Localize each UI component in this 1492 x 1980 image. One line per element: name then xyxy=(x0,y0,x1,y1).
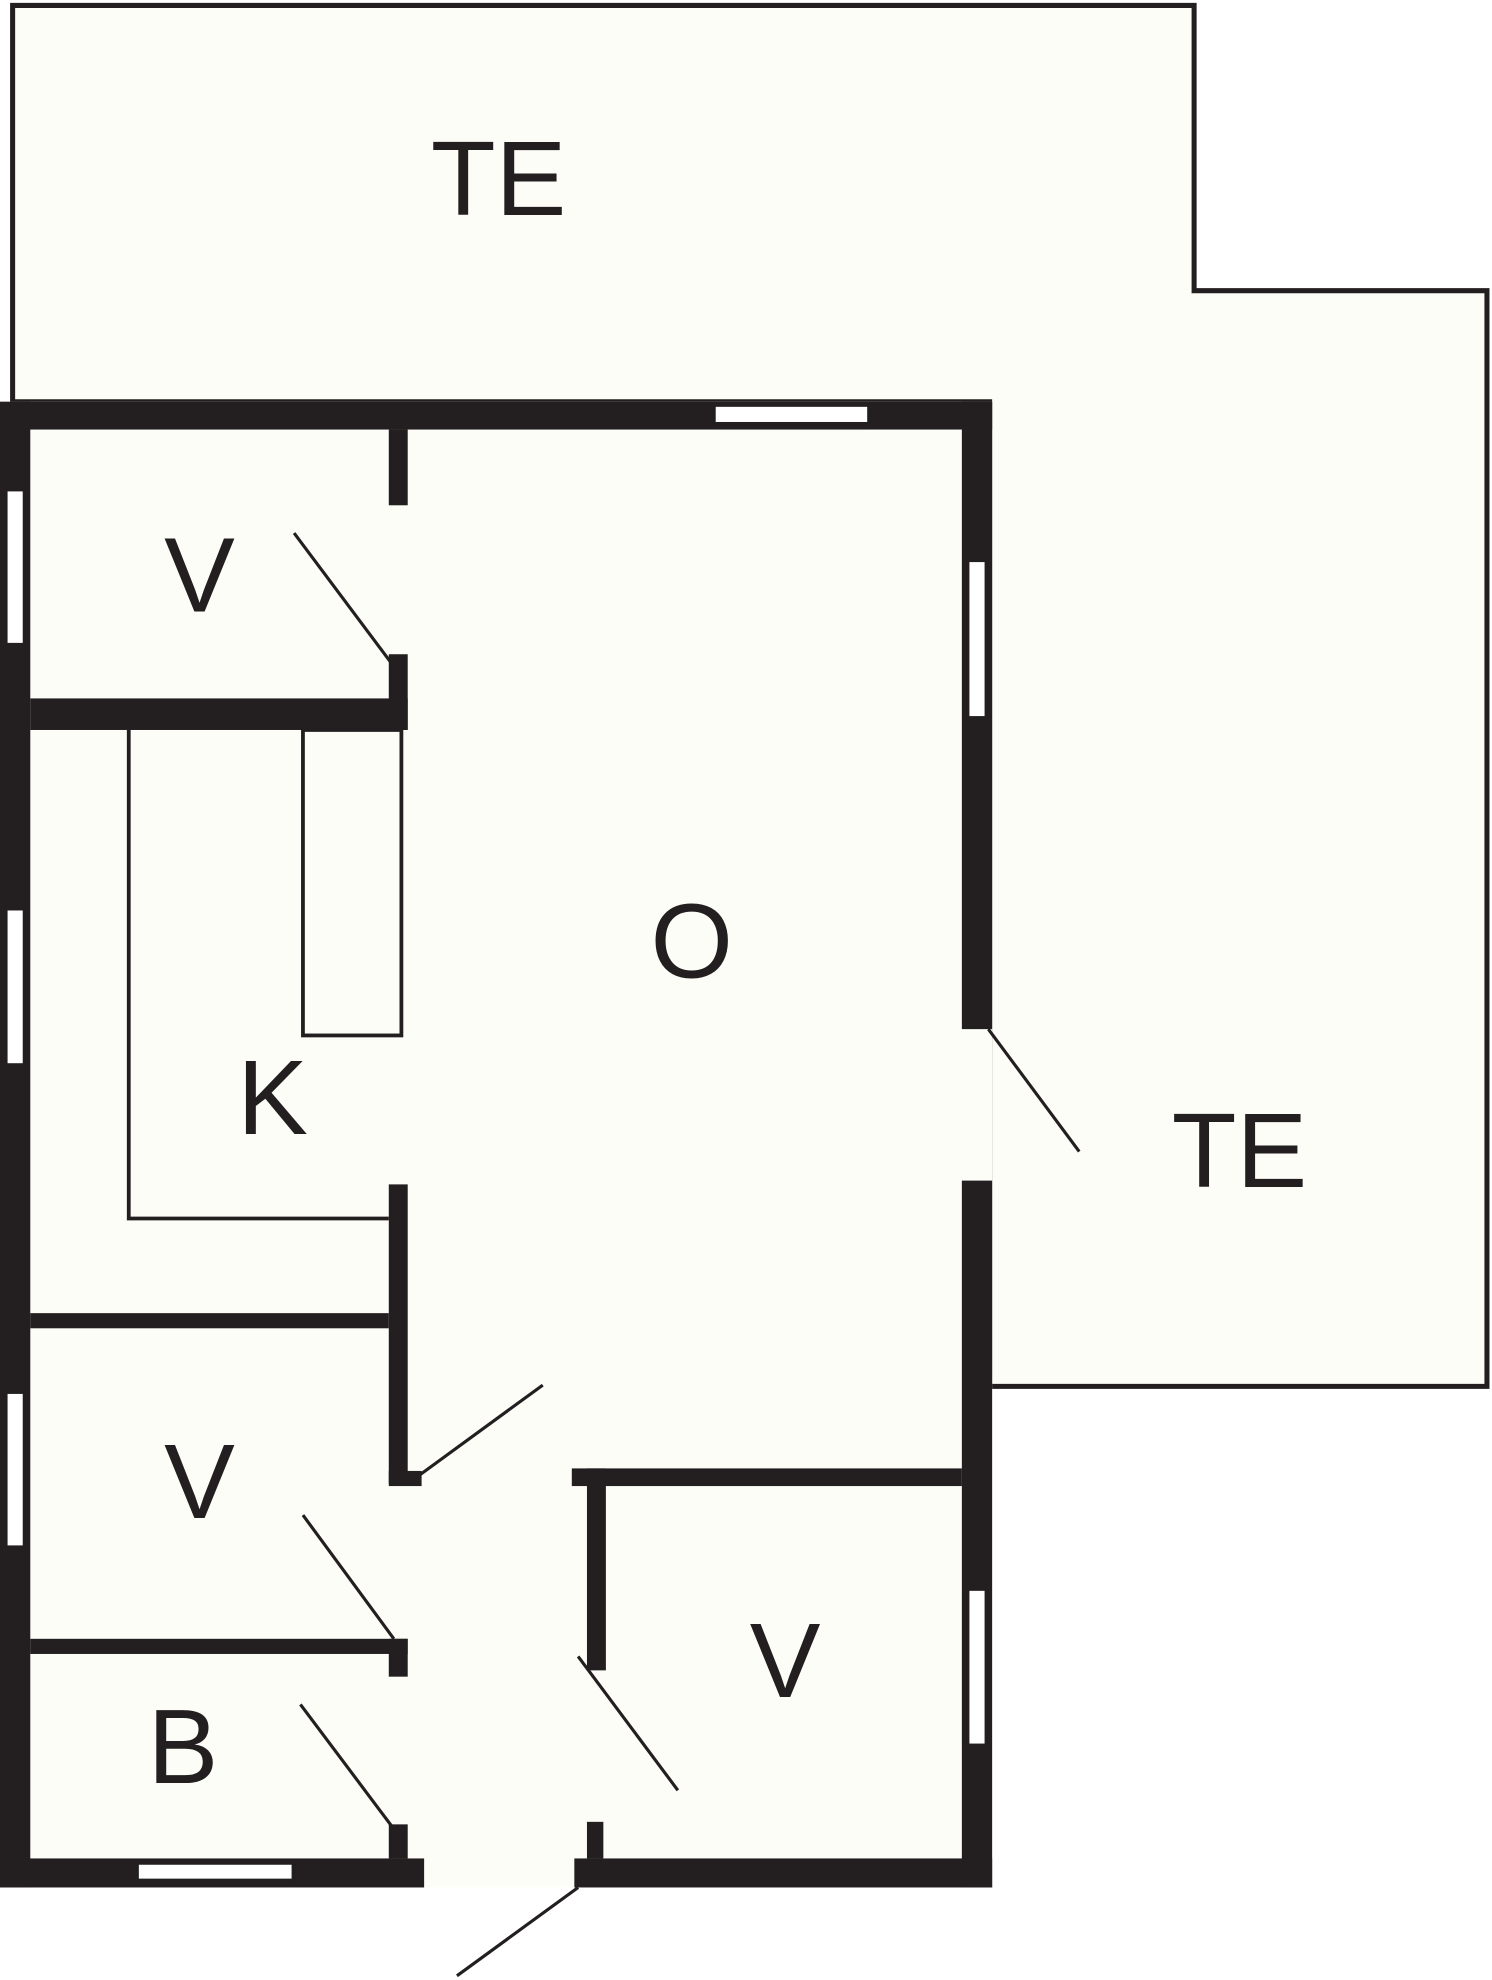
door-entrance xyxy=(456,1886,580,1978)
room-label-terrace-top: TE xyxy=(431,120,566,238)
door-bedroom-1 xyxy=(292,532,393,665)
room-label-bedroom-1: V xyxy=(164,517,235,635)
door-bathroom xyxy=(299,1703,393,1827)
windows xyxy=(5,404,988,1882)
room-label-bedroom-2: V xyxy=(164,1423,235,1541)
room-label-kitchen: K xyxy=(237,1039,308,1157)
room-label-bedroom-3: V xyxy=(750,1602,821,1720)
room-label-living: O xyxy=(650,883,732,1001)
door-bedroom-2 xyxy=(301,1514,396,1640)
interior-walls xyxy=(30,429,962,1859)
door-swings xyxy=(292,532,1081,1978)
room-label-terrace-right: TE xyxy=(1172,1092,1307,1210)
door-hall xyxy=(415,1383,544,1479)
door-terrace xyxy=(987,1028,1081,1153)
room-label-bathroom: B xyxy=(148,1688,219,1806)
house-floor xyxy=(0,401,993,1888)
door-bedroom-3 xyxy=(576,1655,680,1792)
kitchen-counter xyxy=(126,728,404,1221)
